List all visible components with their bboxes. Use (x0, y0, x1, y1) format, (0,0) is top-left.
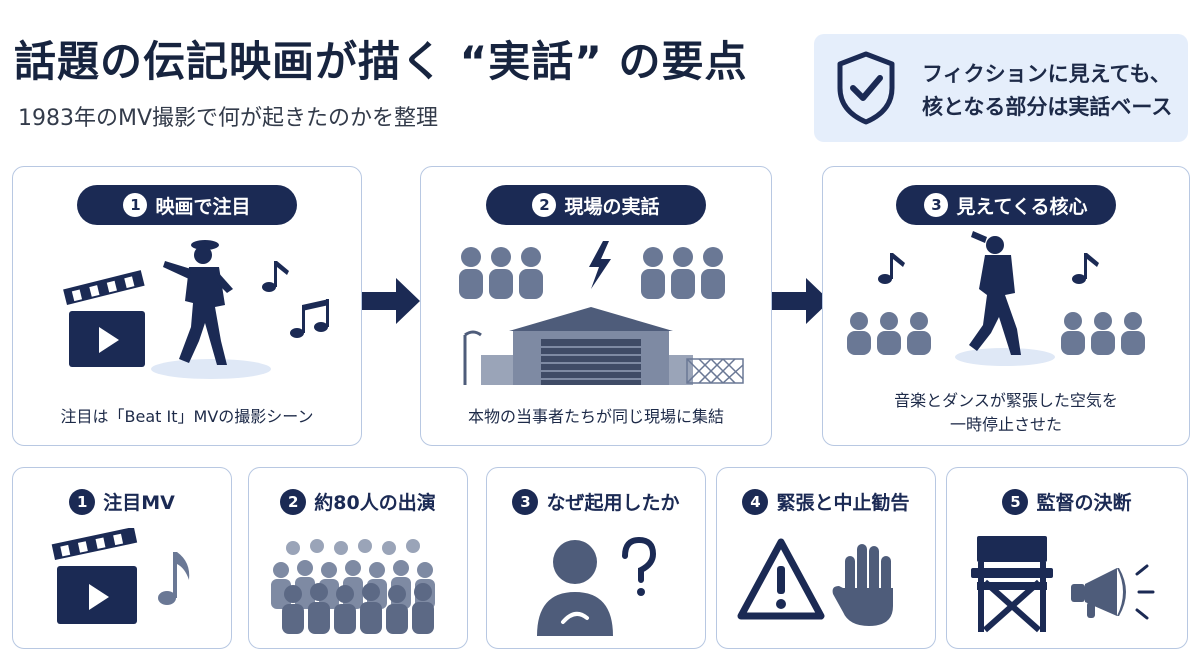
card-1-label: 注目MV (103, 492, 175, 514)
dancer-silhouette (163, 240, 233, 365)
question-mark-icon (622, 536, 657, 583)
step-3-pill: 3 見えてくる核心 (896, 185, 1116, 225)
step-2-pill: 2 現場の実話 (486, 185, 706, 225)
director-chair-icon (971, 536, 1053, 633)
step-3-label: 見えてくる核心 (956, 195, 1088, 218)
page-title: 話題の伝記映画が描く “実話” の要点 (14, 37, 748, 86)
clapperboard-icon (63, 270, 145, 367)
step-2-panel: 2 現場の実話 (420, 166, 772, 446)
fence-icon (686, 358, 744, 384)
card-1-header: 1 注目MV (13, 488, 231, 515)
clapperboard-music-icon (51, 528, 190, 624)
arrow-right-icon (362, 278, 420, 324)
dancer-silhouette (969, 231, 1021, 355)
card-3-number: 3 (512, 488, 539, 515)
step-1-caption: 注目は「Beat It」MVの撮影シーン (60, 407, 314, 426)
page-subtitle: 1983年のMV撮影で何が起きたのかを整理 (18, 106, 439, 131)
card-4-label: 緊張と中止勧告 (776, 492, 910, 514)
callout-box: フィクションに見えても、 核となる部分は実話ベース (814, 34, 1188, 142)
music-note-icon (262, 261, 329, 338)
arrow-right-icon (772, 278, 830, 324)
step-2-label: 現場の実話 (564, 195, 660, 218)
card-3-label: なぜ起用したか (546, 492, 680, 514)
warehouse-icon (463, 307, 693, 385)
step-3-number: 3 (924, 193, 949, 217)
shield-check-icon (837, 51, 895, 125)
card-4-header: 4 緊張と中止勧告 (717, 488, 935, 515)
warning-hand-icon (737, 538, 893, 626)
crowd-icon (271, 539, 435, 634)
lightning-icon (589, 241, 611, 289)
people-group-left-icon (459, 247, 543, 299)
card-2-label: 約80人の出演 (314, 492, 436, 514)
stop-hand-icon (832, 544, 893, 626)
step-3-caption-line-1: 音楽とダンスが緊張した空気を (894, 391, 1118, 410)
card-3: 3 なぜ起用したか (486, 467, 706, 649)
step-1-label: 映画で注目 (155, 195, 251, 218)
step-2-number: 2 (532, 193, 557, 217)
card-2: 2 約80人の出演 (248, 467, 468, 649)
card-3-header: 3 なぜ起用したか (487, 488, 705, 515)
megaphone-icon (1071, 568, 1126, 618)
callout-line-1: フィクションに見えても、 (922, 62, 1171, 86)
audience-right-icon (1061, 312, 1145, 355)
callout-line-2: 核となる部分は実話ベース (922, 95, 1173, 119)
music-note-icon (878, 253, 1099, 284)
card-2-number: 2 (280, 488, 307, 515)
audience-left-icon (847, 312, 931, 355)
person-question-icon (537, 536, 657, 636)
card-5-label: 監督の決断 (1036, 492, 1132, 514)
step-1-panel: 1 映画で注目 (12, 166, 362, 446)
warning-triangle-icon (737, 538, 825, 620)
people-group-right-icon (641, 247, 725, 299)
director-chair-megaphone-icon (971, 536, 1155, 633)
step-2-caption: 本物の当事者たちが同じ現場に集結 (467, 407, 724, 426)
card-1: 1 注目MV (12, 467, 232, 649)
card-5: 5 監督の決断 (946, 467, 1188, 649)
step-1-pill: 1 映画で注目 (77, 185, 297, 225)
step-3-caption-line-2: 一時停止させた (949, 415, 1062, 434)
card-4: 4 緊張と中止勧告 (716, 467, 936, 649)
dancer-film-music-illustration (63, 240, 329, 379)
card-5-number: 5 (1002, 488, 1029, 515)
step-3-panel: 3 見えてくる核心 音楽とダンスが緊張した空気を 一 (822, 166, 1190, 446)
card-4-number: 4 (742, 488, 769, 515)
step-3-caption: 音楽とダンスが緊張した空気を 一時停止させた (823, 389, 1189, 437)
warehouse-crowd-illustration (459, 241, 744, 385)
step-1-number: 1 (123, 193, 148, 217)
card-1-number: 1 (69, 488, 96, 515)
card-2-header: 2 約80人の出演 (249, 488, 467, 515)
card-5-header: 5 監督の決断 (947, 488, 1187, 515)
dancer-audience-illustration (847, 231, 1145, 366)
